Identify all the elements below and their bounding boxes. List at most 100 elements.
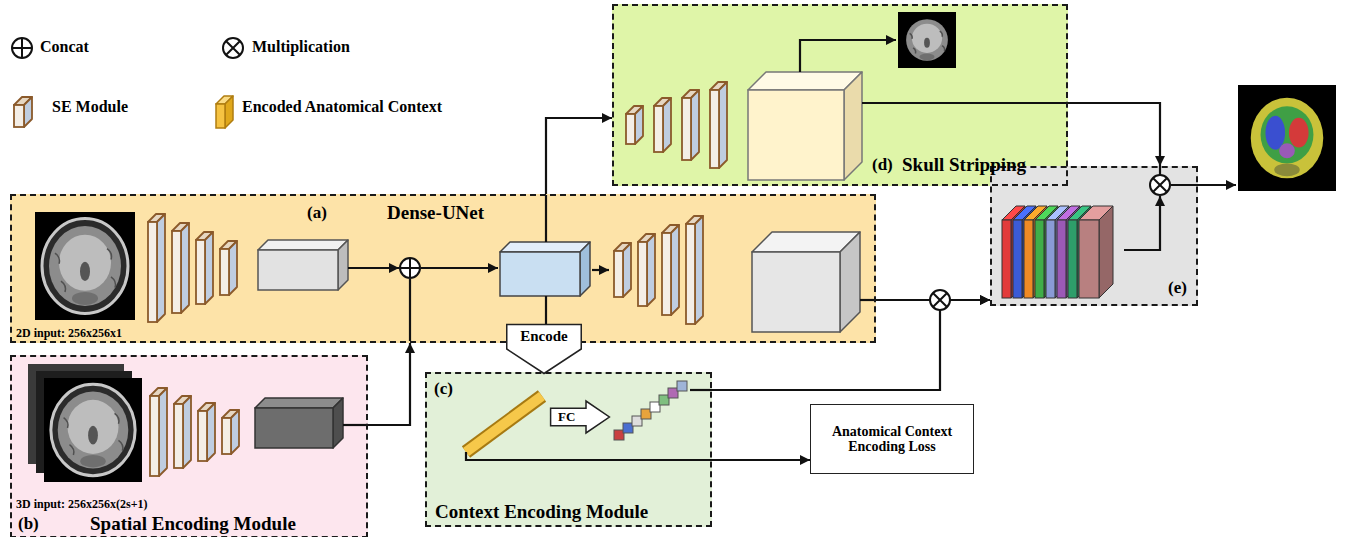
cortex-label bbox=[1251, 98, 1324, 179]
panel-ground bbox=[990, 166, 1198, 306]
class-probability-map bbox=[1035, 206, 1058, 298]
region-label bbox=[1289, 118, 1309, 148]
text-slot: (a) bbox=[307, 204, 327, 223]
text-slot: Dense-UNet bbox=[387, 203, 484, 224]
se-module bbox=[198, 403, 215, 461]
operator-stroke bbox=[933, 293, 947, 307]
se-module bbox=[626, 106, 643, 144]
se-module bbox=[710, 82, 727, 168]
mri-slice bbox=[1238, 85, 1336, 191]
se-module bbox=[682, 90, 699, 160]
block-side bbox=[840, 232, 860, 332]
block-front bbox=[500, 252, 580, 296]
ventricle bbox=[88, 426, 98, 445]
fc-arrow: FC bbox=[550, 400, 610, 434]
box-label: Encode bbox=[520, 328, 568, 345]
wire bbox=[343, 424, 368, 426]
shape-outline bbox=[507, 325, 581, 374]
se-module bbox=[220, 241, 237, 295]
class-probability-map bbox=[1024, 206, 1047, 298]
block-side bbox=[635, 106, 643, 144]
block-top bbox=[500, 242, 590, 252]
operator-circle bbox=[223, 38, 243, 58]
block-front bbox=[258, 250, 338, 290]
se-module bbox=[174, 396, 191, 468]
operator-circle bbox=[400, 258, 420, 278]
wire bbox=[421, 267, 498, 269]
block-side bbox=[647, 234, 655, 306]
white-matter-label bbox=[1261, 106, 1314, 163]
block-front bbox=[172, 231, 181, 313]
text-slot: (e) bbox=[1168, 279, 1187, 298]
operator-stroke bbox=[409, 258, 411, 278]
text-slot: Spatial Encoding Module bbox=[90, 514, 296, 535]
block-side bbox=[24, 97, 32, 127]
text-slot: 3D input: 256x256x(2s+1) bbox=[16, 498, 148, 511]
block-side bbox=[623, 243, 631, 297]
concat-symbol bbox=[12, 38, 32, 58]
block-side bbox=[205, 232, 213, 304]
mri-background bbox=[35, 212, 135, 320]
panel-title: Spatial Encoding Module bbox=[90, 514, 296, 535]
block-front bbox=[638, 242, 647, 306]
operator-stroke bbox=[226, 41, 240, 55]
operator-stroke bbox=[21, 38, 23, 58]
legend-context-icon bbox=[216, 96, 233, 128]
block-side bbox=[183, 396, 191, 468]
mri-slice bbox=[44, 378, 142, 482]
legend-label: Encoded Anatomical Context bbox=[242, 98, 442, 116]
block-side bbox=[1099, 206, 1113, 298]
panel-ground bbox=[425, 372, 712, 527]
sulcus bbox=[64, 418, 68, 428]
context-encoding-panel: (c)Context Encoding ModuleFC bbox=[425, 372, 712, 527]
block-front bbox=[1035, 220, 1044, 298]
legend-entry: Encoded Anatomical Context bbox=[242, 98, 442, 116]
multiplication-symbol bbox=[223, 38, 243, 58]
block-side bbox=[719, 82, 727, 168]
white-matter bbox=[68, 400, 119, 454]
class-probability-map bbox=[1079, 206, 1113, 298]
sulcus bbox=[107, 249, 112, 260]
block-side bbox=[207, 403, 215, 461]
concat-symbol bbox=[400, 258, 420, 278]
sulcus bbox=[910, 33, 913, 39]
mri-slice bbox=[898, 12, 956, 68]
cerebellum bbox=[72, 292, 98, 305]
se-module bbox=[222, 410, 239, 454]
loss-box: Anatomical Context Encoding Loss bbox=[810, 404, 974, 474]
wire bbox=[862, 102, 1068, 104]
brain-tissue bbox=[49, 226, 121, 306]
block-front bbox=[255, 408, 333, 448]
block-top bbox=[255, 398, 343, 408]
panel-tag: 3D input: 256x256x(2s+1) bbox=[16, 498, 148, 511]
block-side bbox=[157, 214, 165, 322]
block-front bbox=[710, 90, 719, 168]
se-module bbox=[148, 214, 165, 322]
block-front bbox=[222, 418, 231, 454]
block-front bbox=[686, 224, 695, 324]
white-matter bbox=[59, 235, 111, 291]
class-probability-map bbox=[1046, 206, 1069, 298]
block-front bbox=[752, 252, 840, 332]
block-side bbox=[671, 225, 679, 315]
block-front bbox=[150, 396, 159, 476]
block-front bbox=[1046, 220, 1055, 298]
sulcus bbox=[111, 277, 116, 288]
sulcus bbox=[940, 31, 943, 37]
spatial-feature-block bbox=[255, 398, 343, 448]
text-slot: (d) bbox=[872, 156, 893, 175]
cerebellum bbox=[919, 53, 934, 60]
block-front bbox=[1024, 220, 1033, 298]
block-front bbox=[1068, 220, 1077, 298]
mri-slice bbox=[35, 212, 135, 320]
block-side bbox=[225, 96, 233, 128]
block-front bbox=[748, 90, 844, 180]
block-side bbox=[695, 216, 703, 324]
legend-entry: SE Module bbox=[52, 98, 128, 116]
block-front bbox=[198, 411, 207, 461]
se-module bbox=[638, 234, 655, 306]
ventricle bbox=[924, 38, 930, 48]
wire bbox=[409, 279, 411, 341]
multiplication-symbol bbox=[930, 290, 950, 310]
